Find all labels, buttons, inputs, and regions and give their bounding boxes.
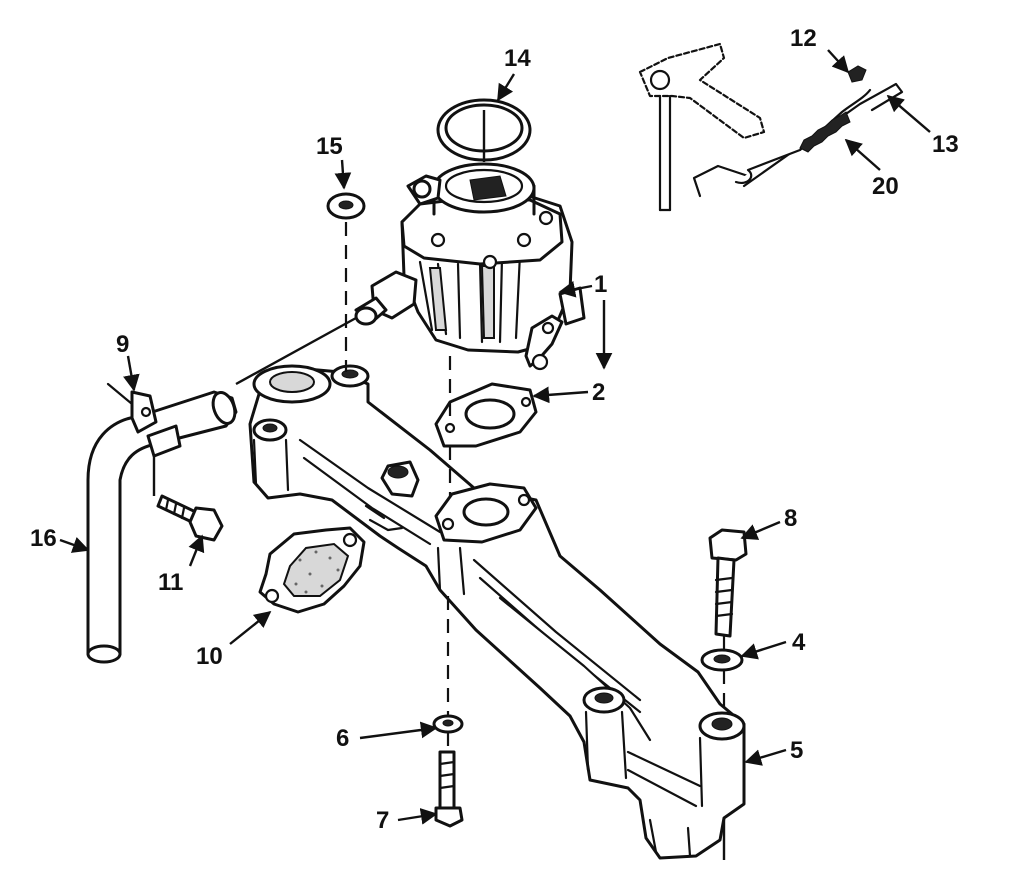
stud-bolt (708, 528, 748, 638)
callout-20: 20 (872, 173, 899, 200)
carburetor (354, 162, 586, 371)
hose-clamp-bracket (106, 382, 158, 434)
callout-10: 10 (196, 643, 223, 670)
callout-13: 13 (932, 131, 959, 158)
air-cleaner-gasket (436, 98, 532, 162)
callout-8: 8 (784, 505, 797, 532)
callout-1: 1 (594, 271, 607, 298)
callout-7: 7 (376, 807, 389, 834)
alignment-lines (152, 222, 726, 860)
intake-manifold (248, 364, 746, 860)
washer-lower (432, 714, 464, 734)
callout-16: 16 (30, 525, 57, 552)
callout-leaders (59, 49, 931, 825)
callout-2: 2 (592, 379, 605, 406)
carburetor-gasket (434, 382, 538, 448)
callout-12: 12 (790, 25, 817, 52)
fuel-hose (86, 390, 238, 664)
return-spring (734, 88, 872, 184)
callout-4: 4 (792, 629, 806, 656)
callout-9: 9 (116, 331, 129, 358)
clip (847, 65, 867, 83)
callout-11: 11 (158, 569, 183, 596)
lower-bolt (434, 750, 464, 828)
mounting-bolt (156, 494, 224, 542)
callout-14: 14 (504, 45, 531, 72)
washer-right (700, 648, 744, 672)
callout-6: 6 (336, 725, 349, 752)
throttle-bracket (638, 42, 766, 212)
callout-15: 15 (316, 133, 343, 160)
washer-upper (326, 192, 366, 220)
callout-numbers: 1 2 4 5 6 7 8 9 10 11 12 13 14 15 16 20 (30, 25, 959, 834)
manifold-gasket (258, 526, 366, 614)
callout-5: 5 (790, 737, 803, 764)
